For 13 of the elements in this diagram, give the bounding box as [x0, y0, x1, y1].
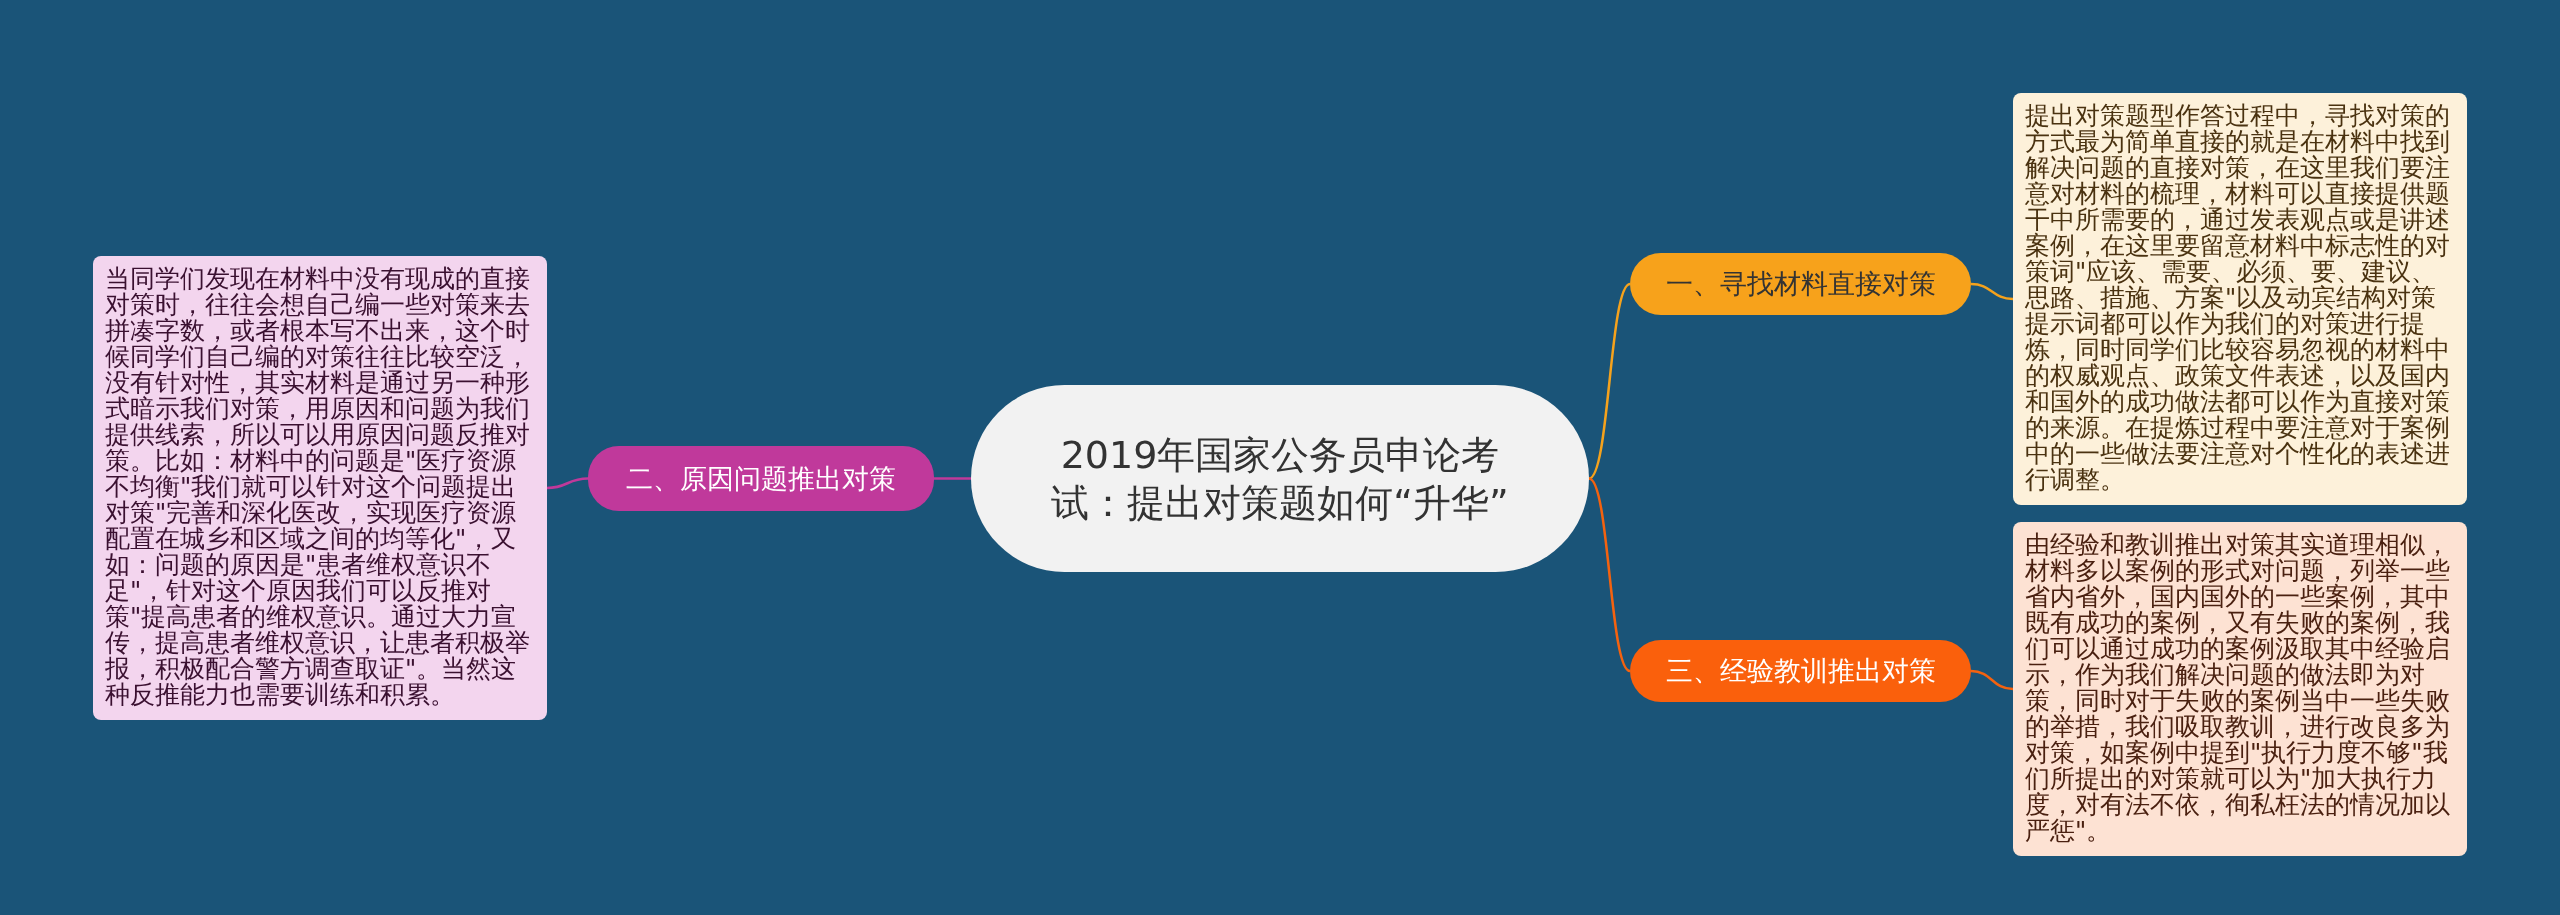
- connector-line: [1970, 669, 2014, 691]
- note-card: 提出对策题型作答过程中，寻找对策的方式最为简单直接的就是在材料中找到解决问题的直接对策，在这里我们要注意对材料的梳理，材料可以直接提供题干中所需要的，通过发表观点或是讲述案例，在这里要留意材料中标志性的对策词"应该、需要、必须、要、建议、思路、措施、方案"以及动宾结构对策提示词都可以作为我们的对策进行提炼，同时同学们比较容易忽视的材料中的权威观点、政策文件表述，以及国内和国外的成功做法都可以作为直接对策的来源。在提炼过程中要注意对于案例中的一些做法要注意对个性化的表述进行调整。: [2013, 93, 2467, 505]
- connector-line: [934, 477, 971, 480]
- branch-topic: 二、原因问题推出对策: [588, 446, 934, 511]
- connector-line: [1588, 283, 1631, 480]
- connector-line: [1970, 282, 2014, 301]
- note-card: 当同学们发现在材料中没有现成的直接对策时，往往会想自己编一些对策来去拼凑字数，或者根本写不出来，这个时候同学们自己编的对策往往比较空泛，没有针对性，其实材料是通过另一种形式暗示我们对策，用原因和问题为我们提供线索，所以可以用原因问题反推对策。比如：材料中的问题是"医疗资源不均衡"我们就可以针对这个问题提出对策"完善和深化医改，实现医疗资源配置在城乡和区域之间的均等化"，又如：问题的原因是"患者维权意识不足"，针对这个原因我们可以反推对策"提高患者的维权意识。通过大力宣传，提高患者维权意识，让患者积极举报，积极配合警方调查取证"。当然这种反推能力也需要训练和积累。: [93, 256, 547, 720]
- central-topic-pill: 2019年国家公务员申论考试：提出对策题如何“升华”: [971, 385, 1589, 572]
- connector-line: [546, 477, 589, 490]
- note-card: 由经验和教训推出对策其实道理相似，材料多以案例的形式对问题，列举一些省内省外，国内国外的一些案例，其中既有成功的案例，又有失败的案例，我们可以通过成功的案例汲取其中经验启示，作为我们解决问题的做法即为对策，同时对于失败的案例当中一些失败的举措，我们吸取教训，进行改良多为对策，如案例中提到"执行力度不够"我们所提出的对策就可以为"加大执行力度，对有法不依，徇私枉法的情况加以严惩"。: [2013, 522, 2467, 856]
- branch-topic: 一、寻找材料直接对策: [1630, 253, 1971, 315]
- connector-line: [1588, 477, 1631, 672]
- branch-topic: 三、经验教训推出对策: [1630, 640, 1971, 702]
